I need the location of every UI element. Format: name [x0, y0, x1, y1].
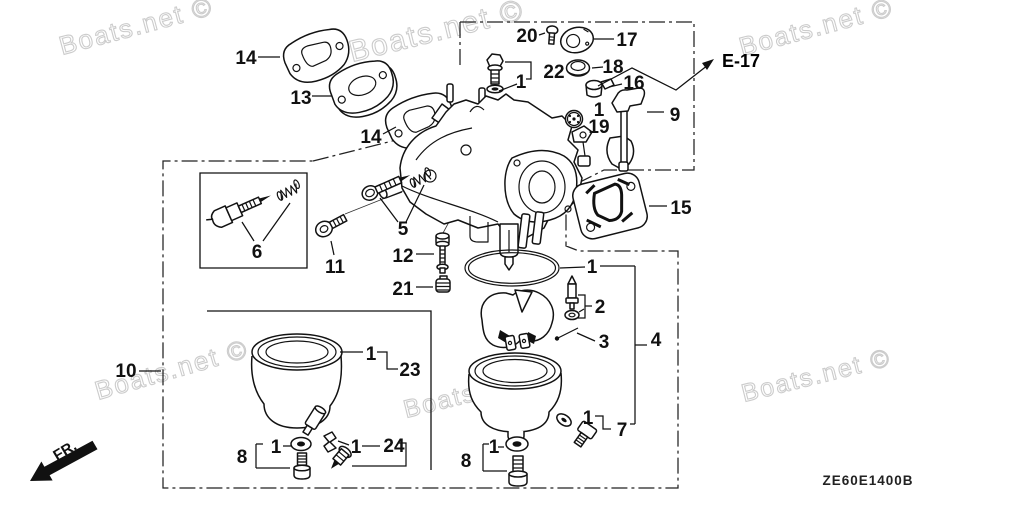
callout-valve-seat-16[interactable]: 16: [623, 73, 644, 94]
callout-stop-screw-5[interactable]: 5: [398, 219, 409, 240]
callout-gasket-14-top[interactable]: 14: [235, 48, 257, 69]
bolt-12: [435, 232, 450, 274]
float: [480, 289, 555, 352]
throttle-screw-spring: [409, 167, 432, 188]
watermark-text: Boats.net ©: [56, 0, 217, 61]
callout-washer-1-screw22[interactable]: 1: [516, 72, 527, 93]
float-pin-3: [554, 327, 579, 341]
float-bowl-left: [250, 333, 343, 436]
callout-drain-screw-7[interactable]: 7: [617, 420, 628, 441]
callout-grommet-18[interactable]: 18: [602, 57, 623, 78]
callout-1-clip-24[interactable]: 1: [351, 437, 362, 458]
callout-bolt-8-right[interactable]: 8: [461, 451, 472, 472]
float-bowl-right: [467, 352, 563, 449]
callout-bolt-12[interactable]: 12: [392, 246, 413, 267]
float-valve-2: [564, 275, 585, 321]
callout-1-near-19[interactable]: 1: [594, 100, 605, 121]
washer-bolt-8-left: [290, 436, 312, 480]
callout-screw-24[interactable]: 24: [383, 436, 405, 457]
callout-1-washer-8-left[interactable]: 1: [271, 437, 282, 458]
callout-pilot-screw-6[interactable]: 6: [252, 242, 263, 263]
reference-arrow-e17: [597, 59, 714, 91]
pilot-screw-spring: [276, 179, 300, 201]
front-direction-arrow: FR.: [30, 437, 98, 481]
pilot-screw-6: [206, 195, 271, 229]
callout-float-valve-2[interactable]: 2: [595, 297, 606, 318]
callout-1-bowl-left[interactable]: 1: [366, 344, 377, 365]
drain-screw-7: [556, 413, 598, 448]
choke-plate-17: [559, 26, 595, 54]
callout-insulator-13[interactable]: 13: [290, 88, 311, 109]
callout-assembly-10[interactable]: 10: [115, 361, 136, 382]
callout-bowl-23[interactable]: 23: [399, 360, 420, 381]
callout-bolt-8-left[interactable]: 8: [237, 447, 248, 468]
callout-choke-shaft-9[interactable]: 9: [670, 105, 681, 126]
callout-gasket-14-lower[interactable]: 14: [360, 127, 382, 148]
screw-set-22: [486, 53, 504, 94]
throttle-stop-screw-5: [361, 175, 411, 201]
insulator-13: [328, 60, 398, 118]
callout-screw-11[interactable]: 11: [325, 257, 346, 278]
float-bowl-box: [207, 310, 432, 470]
callout-float-pin-3[interactable]: 3: [599, 332, 610, 353]
gasket-14-top: [282, 28, 350, 83]
screen-19: [564, 109, 584, 129]
callout-1-washer-7[interactable]: 1: [583, 408, 594, 429]
carburetor-body: [378, 83, 593, 271]
screw-11: [314, 213, 348, 238]
o-ring-1: [464, 249, 560, 287]
washer-bolt-8-right: [505, 436, 529, 487]
callout-jet-21[interactable]: 21: [392, 279, 414, 300]
callout-screen-19[interactable]: 19: [588, 117, 609, 138]
callout-1-washer-8-right[interactable]: 1: [489, 437, 500, 458]
screw-20: [546, 25, 559, 45]
pilot-screw-box: [199, 172, 308, 269]
clip-screw-24: [323, 431, 352, 469]
choke-shaft-9: [606, 87, 646, 172]
callout-o-ring-1[interactable]: 1: [587, 257, 598, 278]
callout-insulator-15[interactable]: 15: [670, 198, 692, 219]
grommet-18: [565, 59, 591, 77]
reference-e17-label[interactable]: E-17: [722, 51, 760, 71]
callout-set-4[interactable]: 4: [651, 330, 662, 351]
watermark-text: Boats.net ©: [739, 344, 894, 408]
callout-screw-20[interactable]: 20: [516, 26, 537, 47]
insulator-15: [572, 172, 648, 240]
leader-lines: [139, 32, 667, 472]
callout-choke-plate-17[interactable]: 17: [616, 30, 637, 51]
diagram-code: ZE60E1400B: [822, 473, 913, 488]
valve-seat-16: [585, 78, 615, 98]
main-jet-21: [435, 275, 451, 293]
callout-screw-set-22[interactable]: 22: [543, 62, 564, 83]
